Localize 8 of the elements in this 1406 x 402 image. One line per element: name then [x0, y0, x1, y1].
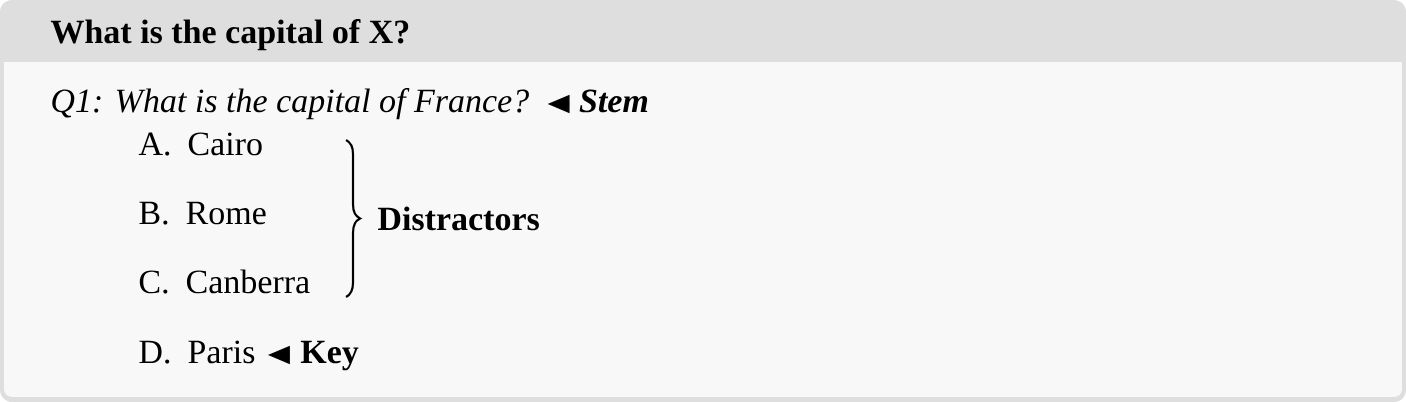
callout-label: Stem: [579, 89, 648, 113]
option-text: D. Paris: [139, 340, 255, 364]
option-text: C. Canberra: [139, 269, 310, 294]
option-text: A. Cairo: [138, 132, 262, 156]
question-text: Q1: What is the capital of France?: [52, 88, 529, 120]
callout-label: Key: [300, 340, 359, 371]
brace-label: Distractors: [378, 206, 539, 231]
option-text: B. Rome: [139, 201, 266, 225]
